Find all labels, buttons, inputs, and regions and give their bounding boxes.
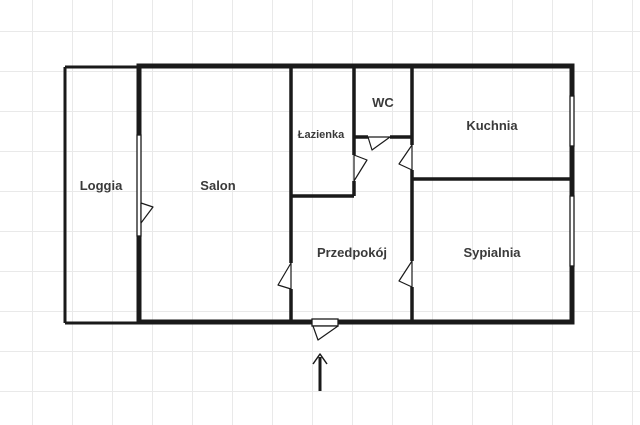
windows <box>136 95 575 267</box>
window-sypialnia <box>569 195 575 267</box>
loggia-outline <box>63 65 139 325</box>
window-kuchnia <box>569 95 575 147</box>
room-label-salon: Salon <box>200 178 235 193</box>
entrance-arrow-icon <box>312 353 328 391</box>
door-entrance-swing <box>312 325 339 341</box>
room-label-loggia: Loggia <box>80 178 123 193</box>
door-sypialnia[interactable] <box>398 260 413 288</box>
room-label-wc: WC <box>372 95 394 110</box>
door-wc[interactable] <box>367 136 391 151</box>
door-swings <box>140 136 413 341</box>
room-label-kuchnia: Kuchnia <box>466 118 518 133</box>
interior-walls <box>289 66 572 322</box>
door-lazienka[interactable] <box>353 154 368 182</box>
door-salon[interactable] <box>277 262 292 290</box>
room-label-lazienka: Łazienka <box>298 129 345 141</box>
door-salon-loggia[interactable] <box>140 202 154 224</box>
room-label-sypialnia: Sypialnia <box>463 245 521 260</box>
room-label-przedpokoj: Przedpokój <box>317 245 387 260</box>
entrance-door[interactable] <box>311 318 339 327</box>
window-salon-loggia <box>136 134 142 237</box>
door-kuchnia[interactable] <box>398 144 413 171</box>
